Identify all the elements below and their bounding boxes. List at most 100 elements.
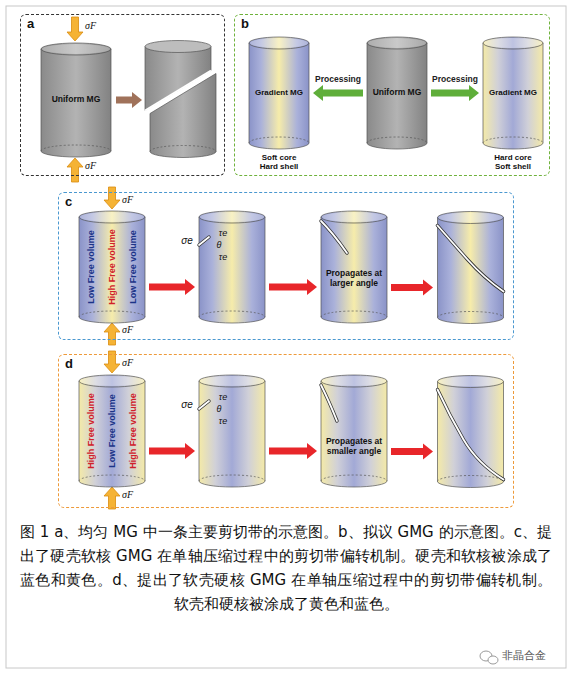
process-arrow <box>431 85 479 101</box>
cylinder-top <box>438 212 504 224</box>
cylinder-hidden-edge <box>79 311 145 317</box>
process-arrow <box>269 443 317 459</box>
cylinder-top <box>438 376 504 388</box>
cylinder-top <box>41 43 111 55</box>
shear-band-edge <box>321 221 347 253</box>
cylinder-top-sheen <box>368 38 426 48</box>
cylinder-body <box>41 49 111 157</box>
arrow-shaft <box>269 448 308 455</box>
cylinder-top <box>249 37 309 49</box>
cylinder-top-sheen <box>80 376 144 386</box>
process-arrow <box>269 279 317 295</box>
cylinder-top <box>321 211 387 223</box>
arrow-head <box>307 279 317 295</box>
cylinder-top <box>199 211 265 223</box>
sample-cylinder: Propagates at smaller angle <box>321 375 387 487</box>
process-arrow <box>149 279 195 295</box>
arrow-shaft <box>431 90 470 97</box>
cylinder-body <box>249 43 309 149</box>
load-arrow <box>104 487 120 509</box>
arrow-shaft <box>269 284 308 291</box>
cylinder-outline <box>199 211 265 323</box>
cylinder-label: τe <box>219 392 227 402</box>
panel-box: cLow Free volumeHigh Free volumeLow Free… <box>58 192 514 340</box>
arrow-head <box>313 85 323 101</box>
cylinder-label: Gradient MG <box>484 88 542 97</box>
load-arrow <box>67 17 83 41</box>
shear-band-edge <box>438 226 504 292</box>
cylinder-top <box>483 37 543 49</box>
cylinder-hidden-edge <box>483 137 543 143</box>
stress-label: σF <box>122 357 133 368</box>
cylinder-top-sheen <box>42 44 110 54</box>
zone-label: Low Free volume <box>86 230 96 304</box>
upper-top <box>145 41 211 53</box>
shear-band <box>199 401 209 409</box>
arrow-shaft <box>322 90 363 97</box>
cylinder-top-sheen <box>200 376 264 386</box>
cylinder-label: σe <box>181 235 193 247</box>
cylinder-hidden-edge <box>249 137 309 143</box>
fractured-cylinder <box>438 212 504 324</box>
stress-label: σF <box>122 489 133 500</box>
cylinder-body <box>199 381 265 487</box>
arrow-head <box>307 443 317 459</box>
zone-label: High Free volume <box>107 229 117 305</box>
cylinder-label: θ <box>217 240 222 250</box>
cylinder-hidden-edge <box>321 311 387 317</box>
sample-cylinder: Gradient MGHard core Soft shell <box>483 37 543 149</box>
panel-box: dHigh Free volumeLow Free volumeHigh Fre… <box>58 354 514 508</box>
sample-cylinder: σeτeθτe <box>199 211 265 323</box>
watermark-icon <box>488 656 498 664</box>
sample-cylinder: Low Free volumeHigh Free volumeLow Free … <box>79 211 145 323</box>
cylinder-top-sheen <box>200 212 264 222</box>
cylinder-top-sheen <box>439 213 503 223</box>
cylinder-top-sheen <box>322 376 386 386</box>
shear-band-edge <box>438 390 504 480</box>
cylinder-hidden-edge <box>199 311 265 317</box>
cylinder-top <box>199 375 265 387</box>
panel-box: bGradient MGSoft core Hard shellUniform … <box>234 14 550 176</box>
shear-band <box>321 385 337 421</box>
stress-label: σF <box>85 20 96 31</box>
cylinder-label: Soft core Hard shell <box>256 153 302 171</box>
arrow-head <box>185 279 195 295</box>
load-arrow <box>104 323 120 345</box>
cylinder-label: Uniform MG <box>368 88 426 98</box>
shear-band-edge <box>199 401 209 409</box>
cylinder-label: τe <box>219 416 227 426</box>
cylinder-hidden-edge <box>199 475 265 481</box>
sample-cylinder: Propagates at larger angle <box>321 211 387 323</box>
shear-band-edge <box>199 237 209 245</box>
cylinder-label: θ <box>217 404 222 414</box>
zone-label: High Free volume <box>128 393 138 469</box>
hidden-edge <box>150 146 216 152</box>
sample-cylinder: σeτeθτe <box>199 375 265 487</box>
upper-body <box>145 47 211 111</box>
cylinder-hidden-edge <box>367 137 427 143</box>
cylinder-body <box>321 217 387 323</box>
sample-cylinder: Uniform MG <box>41 43 111 157</box>
arrow-shaft <box>149 448 186 455</box>
cylinder-outline <box>199 375 265 487</box>
cylinder-hidden-edge <box>79 475 145 481</box>
process-arrow <box>149 443 195 459</box>
cylinder-body <box>79 381 145 487</box>
step-arrow <box>391 280 433 296</box>
cylinder-body <box>79 217 145 323</box>
cylinder-top-sheen <box>439 377 503 387</box>
stress-label: σF <box>122 194 133 205</box>
cylinder-hidden-edge <box>321 475 387 481</box>
step-arrow <box>391 444 433 460</box>
sample-cylinder: Uniform MG <box>367 37 427 149</box>
cylinder-top-sheen <box>250 38 308 48</box>
sample-cylinder: High Free volumeLow Free volumeHigh Free… <box>79 375 145 487</box>
edge-label: Processing <box>431 75 479 84</box>
shear-band <box>199 237 209 245</box>
cylinder-label: Hard core Soft shell <box>490 153 536 171</box>
cylinder-hidden-edge <box>438 476 504 482</box>
panel-letter: d <box>65 357 73 372</box>
cylinder-label: Propagates at smaller angle <box>324 437 384 457</box>
shear-band <box>438 390 504 480</box>
arrow-shaft <box>149 284 186 291</box>
